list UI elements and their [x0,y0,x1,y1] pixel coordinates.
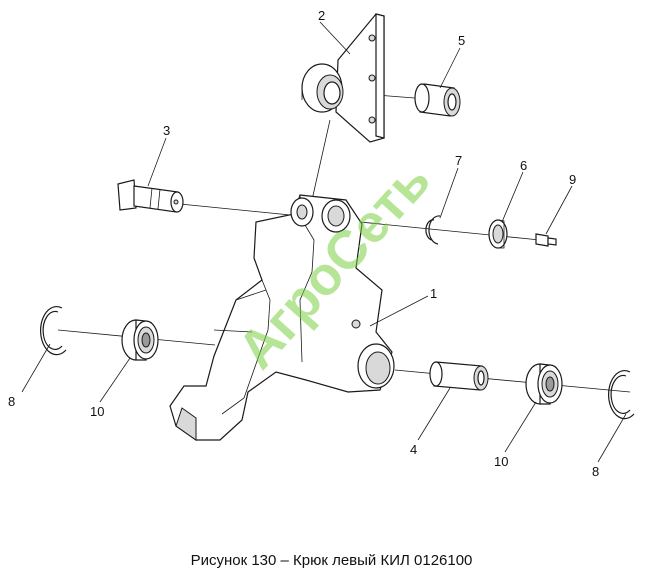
grease-nipple [535,233,557,247]
callout-5: 5 [458,33,465,48]
leader-5 [439,47,461,89]
callout-10-left: 10 [90,404,104,419]
washer [488,219,508,249]
leader-10-right [504,401,537,453]
snap-ring-left [40,305,67,356]
callout-8-right: 8 [592,464,599,479]
leader-7 [439,167,459,219]
callout-7: 7 [455,153,462,168]
leader-6 [501,171,524,223]
retaining-ring-small [425,215,441,245]
callout-10-right: 10 [494,454,508,469]
callout-2: 2 [318,8,325,23]
bearing-left [121,319,159,361]
callout-9: 9 [569,172,576,187]
bushing-bottom [429,361,489,391]
leader-9 [545,185,573,235]
pivot-pin [117,179,184,213]
leader-10-left [99,357,131,403]
callout-6: 6 [520,158,527,173]
leader-8-right [597,413,627,463]
bracket-to-hook-line [311,119,331,201]
bearing-right [525,363,563,405]
bracket-plate [301,13,385,143]
callout-4: 4 [410,442,417,457]
leader-1 [369,295,429,327]
figure-caption: Рисунок 130 – Крюк левый КИЛ 0126100 [190,552,473,569]
bushing-top [414,83,461,117]
snap-ring-right [608,369,635,420]
callout-3: 3 [163,123,170,138]
callout-8-left: 8 [8,394,15,409]
callout-1: 1 [430,286,437,301]
leader-4 [417,387,451,441]
leader-8-left [21,343,51,393]
hook-body [169,194,395,441]
leader-3 [147,137,167,187]
leader-2 [319,21,351,55]
